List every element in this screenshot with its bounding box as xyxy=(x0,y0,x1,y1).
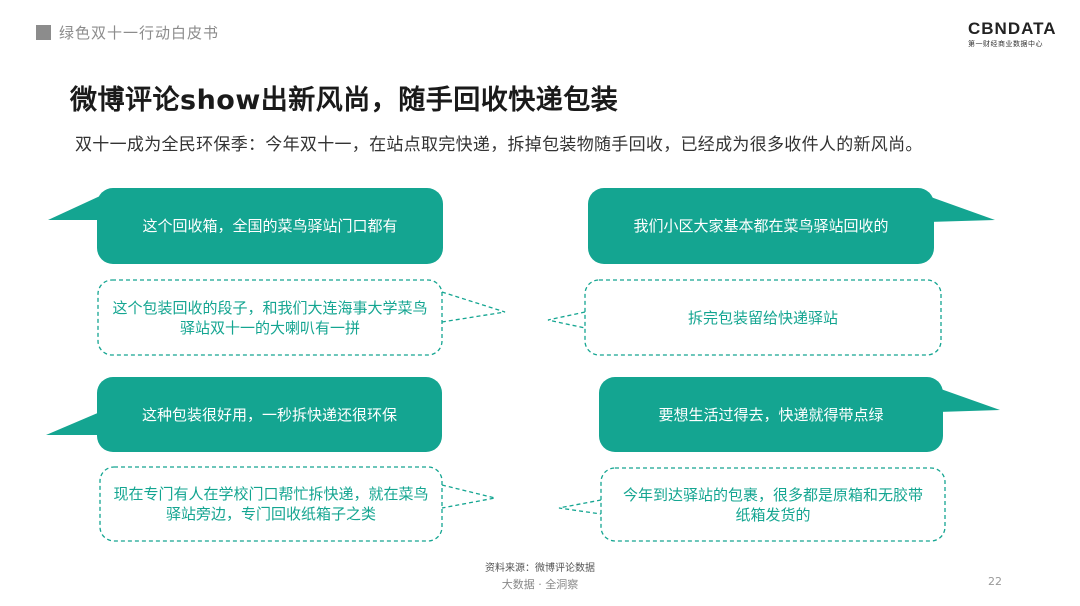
page-number: 22 xyxy=(988,575,1002,588)
bubble-tail-3 xyxy=(441,291,506,323)
bubble-tail-5 xyxy=(46,412,100,435)
bubble-shape-4 xyxy=(584,279,942,356)
bubble-shape-7 xyxy=(99,466,443,542)
comment-bubble-6: 要想生活过得去，快递就得带点绿 xyxy=(658,405,884,424)
comment-bubble-8: 今年到达驿站的包裹，很多都是原箱和无胶带纸箱发货的 xyxy=(622,485,923,524)
comment-bubble-7: 现在专门有人在学校门口帮忙拆快递，就在菜鸟驿站旁边，专门回收纸箱子之类 xyxy=(113,485,429,523)
page-title: 微博评论show出新风尚，随手回收快递包装 xyxy=(70,85,619,116)
bubble-tail-6 xyxy=(938,388,1000,412)
bubble-tail-2 xyxy=(928,196,995,222)
bubble-tail-1 xyxy=(48,196,100,220)
comment-bubble-3: 这个包装回收的段子，和我们大连海事大学菜鸟驿站双十一的大喇叭有一拼 xyxy=(112,298,428,337)
logo-mark: CBNDATA xyxy=(968,19,1057,38)
page-subtitle: 双十一成为全民环保季：今年双十一，在站点取完快递，拆掉包装物随手回收，已经成为很… xyxy=(75,135,923,155)
data-source: 资料来源：微博评论数据 xyxy=(485,563,595,574)
bubble-tail-7 xyxy=(441,484,496,509)
section-label: 绿色双十一行动白皮书 xyxy=(59,24,220,42)
comment-bubble-5: 这种包装很好用，一秒拆快递还很环保 xyxy=(141,405,397,424)
comment-bubble-1: 这个回收箱，全国的菜鸟驿站门口都有 xyxy=(142,217,398,235)
bubble-tail-8 xyxy=(558,499,602,515)
comment-bubble-2: 我们小区大家基本都在菜鸟驿站回收的 xyxy=(633,217,889,235)
brand-logo: CBNDATA 第一财经商业数据中心 xyxy=(968,19,1057,49)
bubble-shape-2 xyxy=(588,188,934,264)
bubble-shape-1 xyxy=(97,188,443,264)
bubble-shape-3 xyxy=(97,279,443,356)
bubble-shape-6 xyxy=(599,377,943,452)
logo-tagline: 第一财经商业数据中心 xyxy=(968,40,1043,48)
section-square-icon xyxy=(36,25,51,40)
bubble-tail-4 xyxy=(547,311,586,329)
top-section-label: 绿色双十一行动白皮书 xyxy=(36,22,219,43)
footer-tagline: 大数据 · 全洞察 xyxy=(501,578,579,591)
bubble-shape-5 xyxy=(97,377,442,452)
bubble-shape-8 xyxy=(600,467,946,542)
comment-bubble-4: 拆完包装留给快递驿站 xyxy=(687,308,838,327)
